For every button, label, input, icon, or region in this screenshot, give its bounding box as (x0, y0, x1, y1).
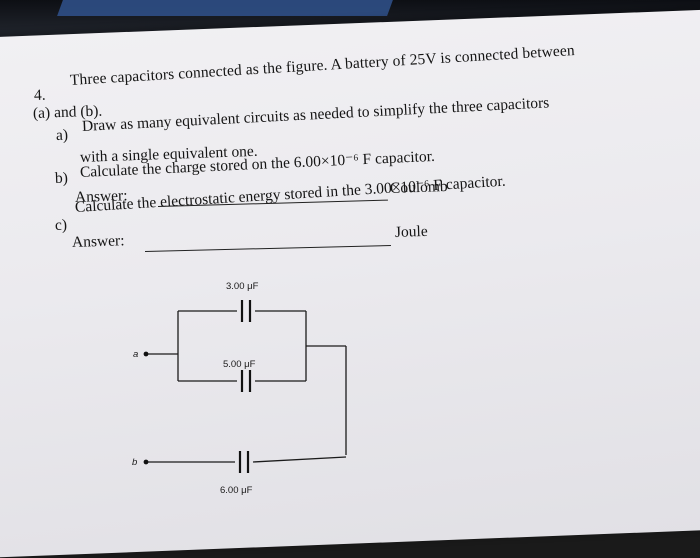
capacitor-3uF-symbol (240, 300, 252, 322)
terminal-a-label: a (133, 349, 138, 360)
capacitor-6uF-symbol (238, 451, 250, 473)
circuit-diagram: 3.00 μF 5.00 μF 6.00 μF a b (0, 0, 700, 525)
cap-top-label: 3.00 μF (226, 281, 259, 292)
terminal-b-label: b (132, 457, 137, 468)
cap-bottom-label: 6.00 μF (220, 485, 253, 496)
cap-mid-label: 5.00 μF (223, 359, 256, 370)
capacitor-5uF-symbol (240, 370, 252, 392)
terminal-a-dot (143, 351, 149, 357)
wire-bottom-right (252, 456, 347, 463)
terminal-b-dot (143, 459, 149, 465)
